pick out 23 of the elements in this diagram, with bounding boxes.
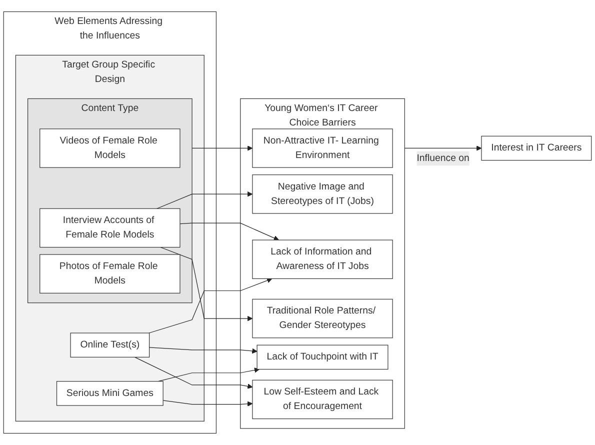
arrow	[134, 356, 253, 389]
arrow	[180, 222, 279, 241]
node-box: Photos of Female Role Models	[40, 254, 180, 294]
arrow	[156, 191, 253, 209]
arrow	[404, 146, 482, 151]
node-box: Interest in IT Careers	[481, 136, 592, 161]
node-box: Online Test(s)	[70, 332, 150, 358]
node-box: Videos of Female Role Models	[40, 128, 180, 168]
arrow	[158, 368, 260, 382]
arrow	[192, 146, 253, 151]
arrow	[160, 246, 253, 322]
arrow	[148, 278, 272, 334]
node-box: Interview Accounts of Female Role Models	[40, 208, 180, 248]
node-box: Traditional Role Patterns/ Gender Stereotypes	[252, 298, 393, 338]
node-box: Lack of Information and Awareness of IT Jobs	[252, 240, 393, 279]
node-box: Low Self-Esteem and Lack of Encouragement	[252, 380, 393, 420]
arrow	[162, 400, 253, 407]
node-box: Non-Attractive IT- Learning Environment	[252, 128, 393, 168]
node-box: Negative Image and Stereotypes of IT (Jobs)	[252, 174, 393, 214]
node-box: Lack of Touchpoint with IT	[256, 344, 388, 370]
node-box: Serious Mini Games	[56, 381, 164, 406]
edge-label: Influence on	[416, 153, 470, 164]
arrow	[149, 347, 258, 354]
